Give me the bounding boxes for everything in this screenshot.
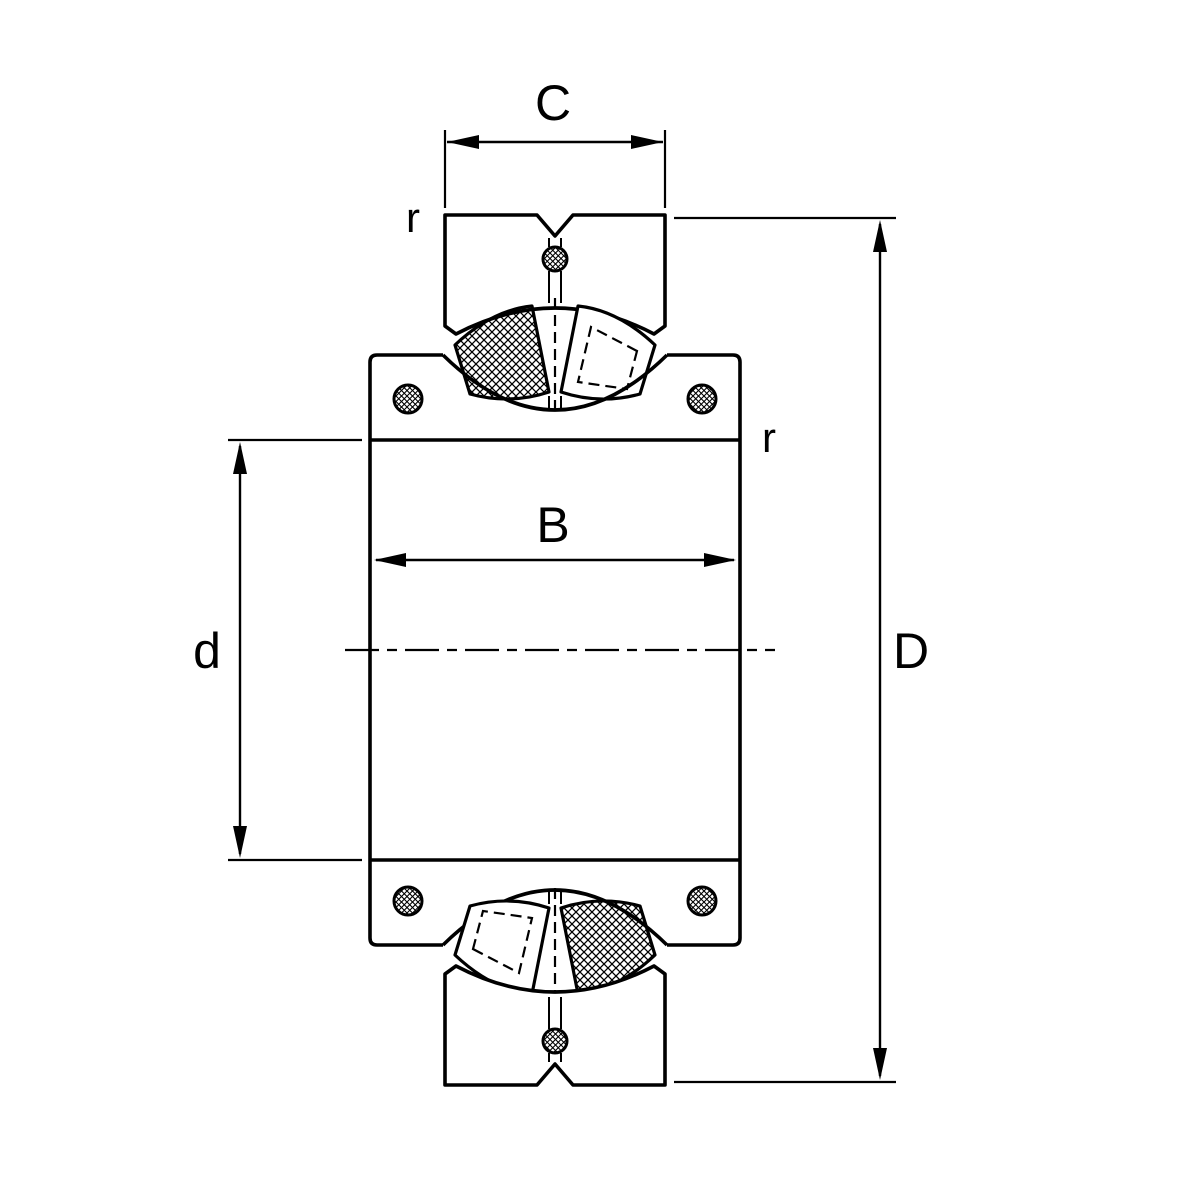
roller-bottom-right [559,899,657,996]
guide-rib-bottom [548,890,562,904]
flange-hole-top-left [392,383,424,415]
lube-channel-top [548,238,562,303]
dimension-C-label: C [535,75,571,131]
lube-hole-top [541,245,569,273]
roller-bottom-left-hidden-lines [471,909,534,975]
flange-hole-top-right [686,383,718,415]
dimension-D-arrowhead-top [873,220,887,252]
lube-hole-bottom [541,1027,569,1055]
dimension-D: D [674,216,929,1084]
flange-hole-bottom-right [686,885,718,917]
dimension-B-label: B [536,497,569,553]
dimension-B: B [374,497,736,567]
rollers-bottom [453,888,657,1002]
inner-ring-right-face [667,353,742,947]
dimension-D-extension-lines [674,216,896,1084]
outer-ring-bottom [443,964,667,1087]
guide-rib-top [548,396,562,410]
dimension-d-arrowhead-bottom [233,826,247,858]
outer-ring-bottom-body [443,964,667,1087]
rollers-top [453,298,657,412]
dimension-d: d [193,438,362,862]
lube-channel-bottom [548,997,562,1062]
flange-hole-bottom-left [392,885,424,917]
dimension-D-arrowhead-bottom [873,1048,887,1080]
fillet-label-right: r [762,414,776,461]
dimension-C-arrowhead-left [447,135,479,149]
dimension-B-arrowhead-left [374,553,406,567]
roller-top-left [453,304,551,401]
dimension-B-arrowhead-right [704,553,736,567]
inner-raceway-top [441,353,669,412]
dimension-d-label: d [193,623,221,679]
roller-top-right-hidden-lines [576,325,639,391]
dimension-d-extension-lines [228,438,362,862]
dimension-D-label: D [893,623,929,679]
dimension-C-arrowhead-right [631,135,663,149]
bore-surface-lines [370,438,740,862]
dimension-C-extension-lines [443,130,667,208]
dimension-d-arrowhead-top [233,442,247,474]
fillet-label-top: r [406,194,420,241]
dimension-C: C [443,75,667,208]
